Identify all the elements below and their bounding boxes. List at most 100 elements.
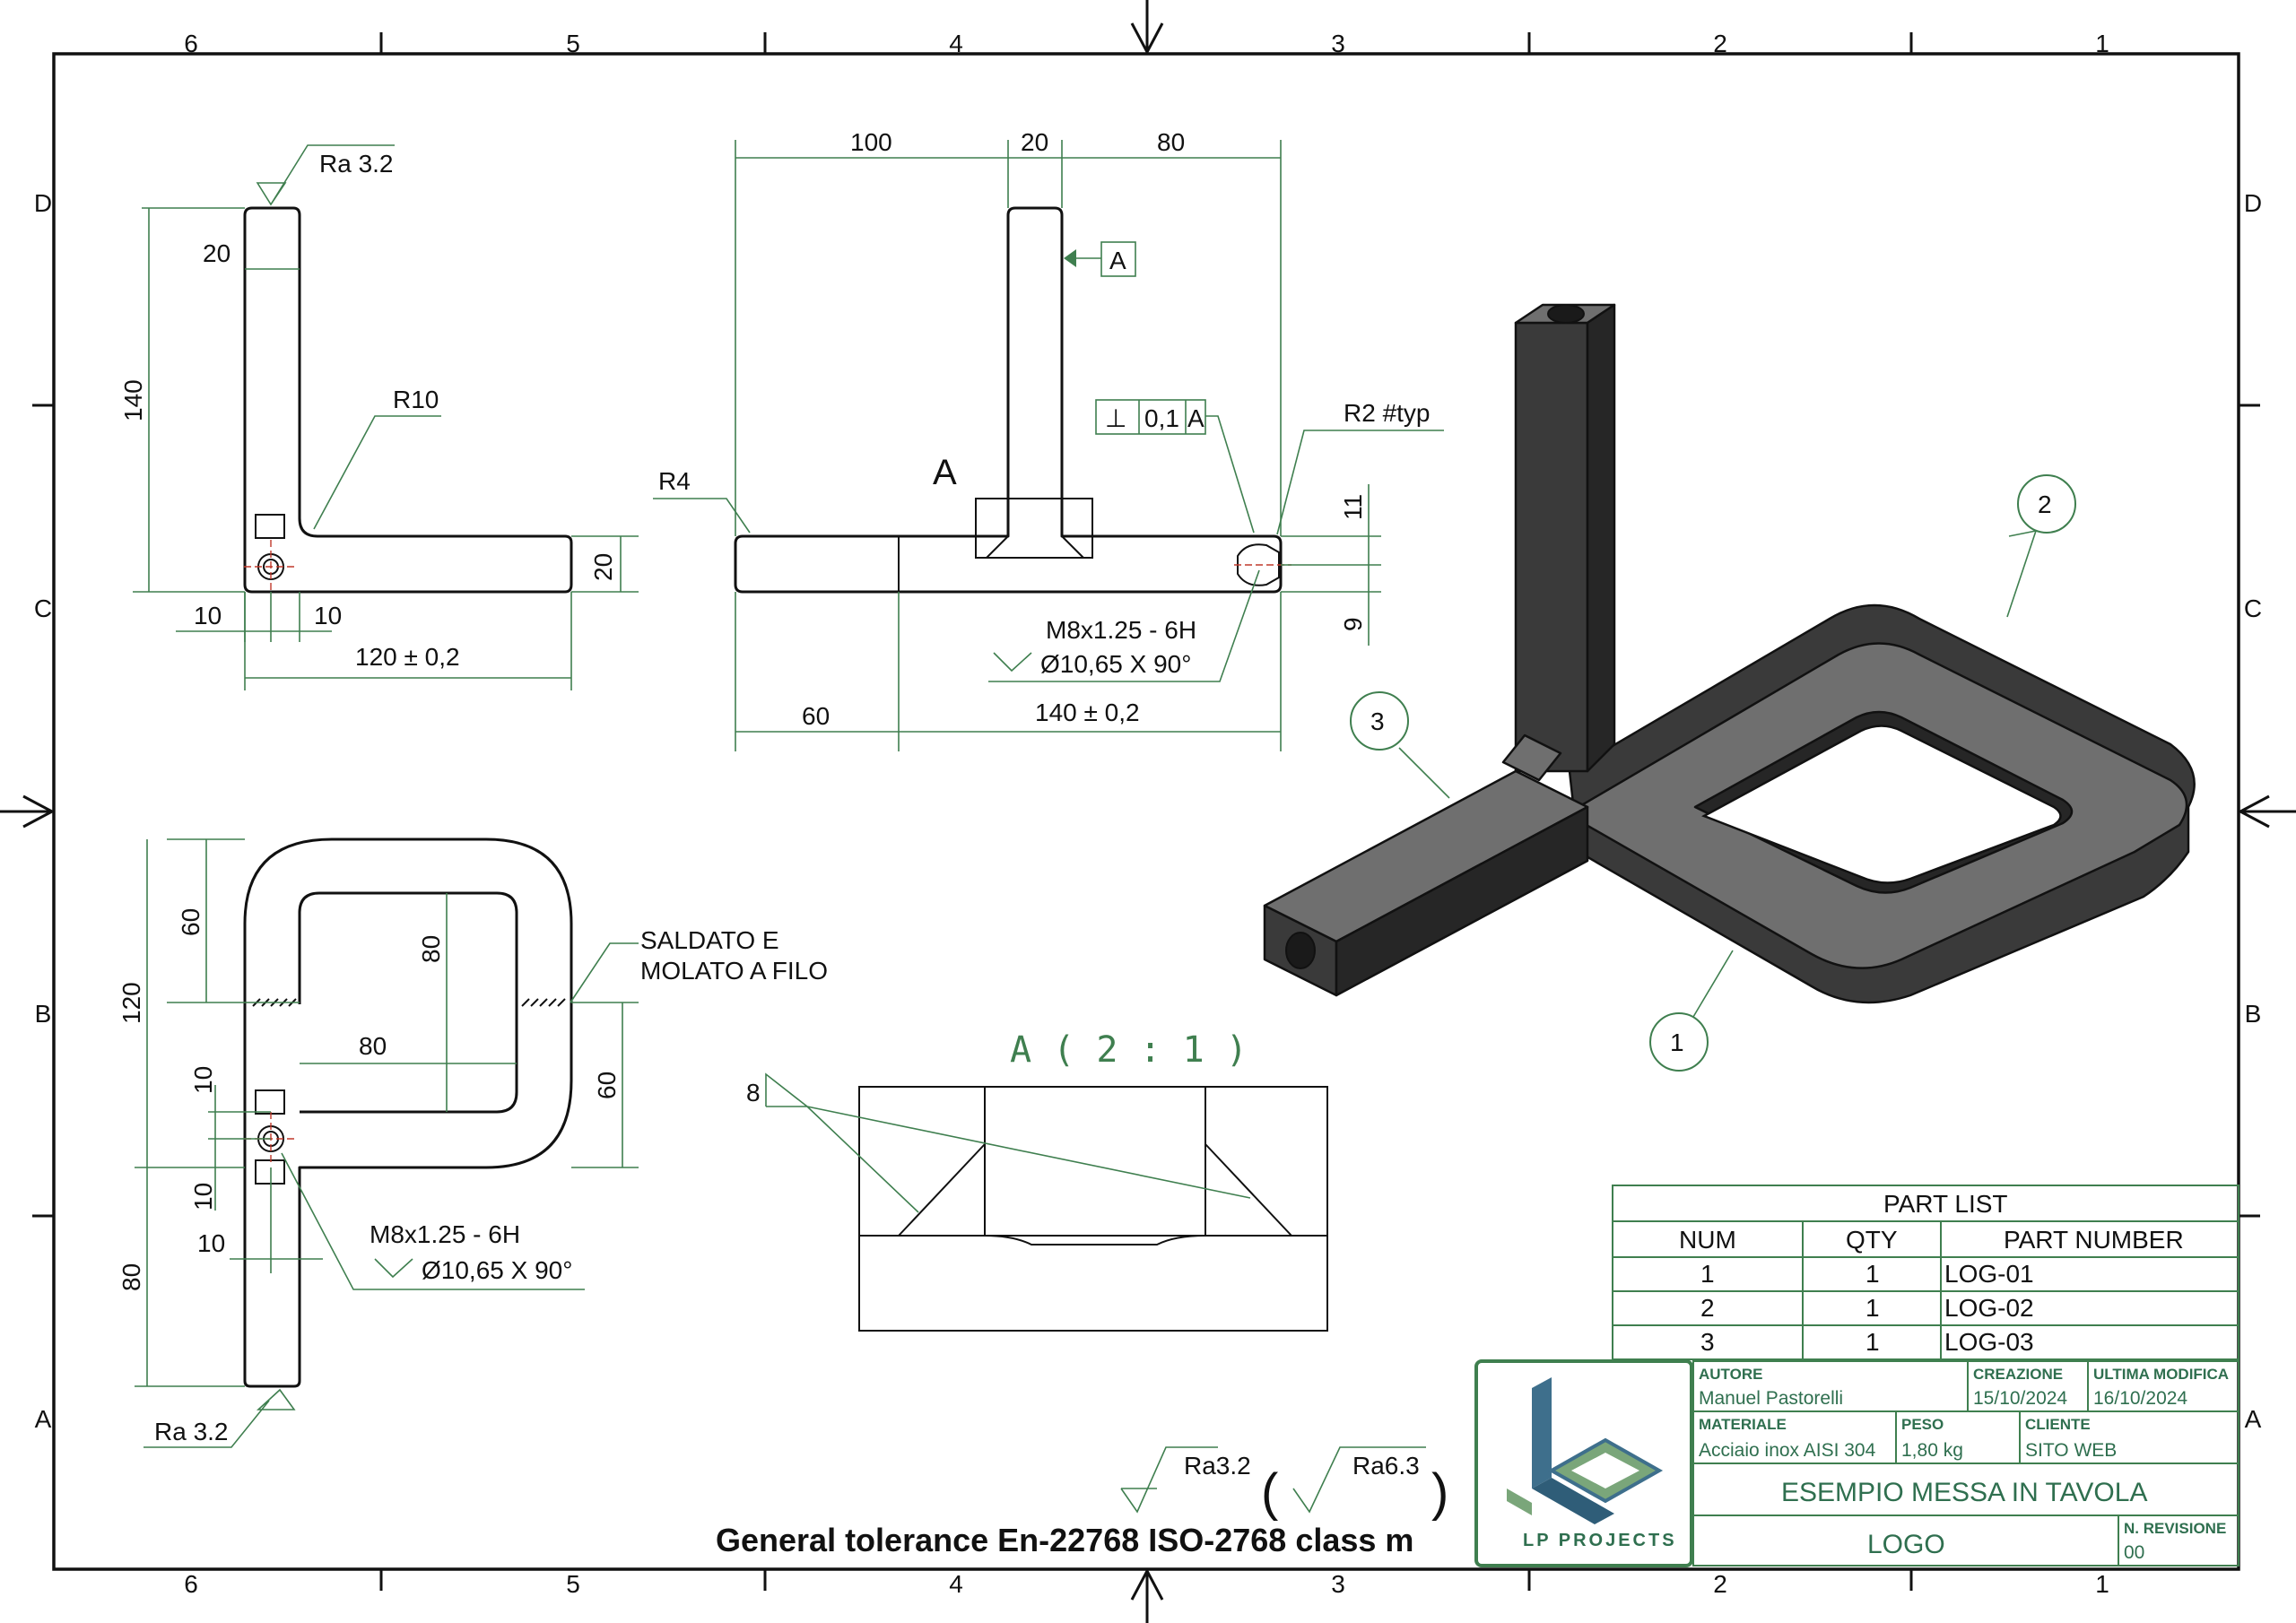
surface-finish-block: Ra3.2 ( Ra6.3 ) General tolerance En-227… — [716, 1446, 1448, 1558]
front-view-outline — [243, 206, 573, 594]
front-view: Ra 3.2 20 140 R10 20 10 10 120 ± 0,2 — [119, 144, 639, 690]
top-dim-80-bottom: 80 — [117, 1263, 145, 1291]
title-block: LP PROJECTS AUTORE Manuel Pastorelli CRE… — [1474, 1359, 2239, 1567]
drawing-title: ESEMPIO MESSA IN TAVOLA — [1781, 1478, 2147, 1507]
balloon-2-label: 2 — [2038, 490, 2052, 518]
zone-col-6-top: 6 — [184, 30, 198, 57]
part-list-row-1-qty: 1 — [1866, 1260, 1880, 1288]
side-perp-datum: A — [1187, 404, 1205, 432]
top-dim-120: 120 — [117, 982, 145, 1024]
side-perp-tolerance: 0,1 — [1144, 404, 1179, 432]
surface-close-paren: ) — [1431, 1463, 1448, 1522]
surface-other-label: Ra6.3 — [1352, 1452, 1420, 1480]
weight-label: PESO — [1901, 1416, 1944, 1433]
front-dim-left: 10 — [194, 602, 222, 629]
part-list-row-1-num: 1 — [1700, 1260, 1715, 1288]
front-dim-width: 20 — [203, 239, 230, 267]
front-roughness-symbol — [256, 144, 395, 206]
side-dim-bottom-left: 60 — [802, 702, 830, 730]
client-value: SITO WEB — [2025, 1440, 2117, 1461]
detail-view: A ( 2 : 1 ) 8 — [746, 1029, 1328, 1332]
part-list-title: PART LIST — [1883, 1190, 2008, 1218]
balloon-3 — [1350, 691, 1409, 751]
front-dim-thickness: 20 — [589, 553, 617, 581]
material-value: Acciaio inox AISI 304 — [1699, 1440, 1876, 1461]
part-list-row-2-part: LOG-02 — [1944, 1294, 2034, 1322]
zone-row-d-right: D — [2244, 189, 2262, 217]
top-view-inner — [298, 891, 518, 1114]
zone-row-d-left: D — [34, 189, 52, 217]
side-dim-v2: 9 — [1339, 617, 1367, 631]
side-dim-v1: 11 — [1339, 494, 1367, 520]
created-value: 15/10/2024 — [1973, 1388, 2067, 1409]
part-list-row-3-part: LOG-03 — [1944, 1328, 2034, 1356]
company-logo-icon — [1507, 1377, 1664, 1524]
drawing-name: LOGO — [1867, 1530, 1945, 1559]
side-datum: A — [1109, 247, 1126, 274]
front-dim-radius: R10 — [393, 386, 439, 413]
front-view-nut-block — [255, 514, 285, 539]
zone-col-2-bottom: 2 — [1713, 1570, 1727, 1598]
detail-title: A ( 2 : 1 ) — [1010, 1029, 1248, 1071]
zone-col-2-top: 2 — [1713, 30, 1727, 57]
zone-col-5-top: 5 — [566, 30, 580, 57]
isometric-view: 3 2 1 — [1263, 303, 2196, 1072]
side-thread-note: M8x1.25 - 6H — [1046, 616, 1196, 644]
part-list-row-3-qty: 1 — [1866, 1328, 1880, 1356]
company-logo-text: LP PROJECTS — [1523, 1531, 1677, 1550]
general-tolerance: General tolerance En-22768 ISO-2768 clas… — [716, 1522, 1413, 1558]
modified-label: ULTIMA MODIFICA — [2093, 1366, 2229, 1383]
top-dim-10b: 10 — [189, 1183, 217, 1211]
side-csk-note: Ø10,65 X 90° — [1040, 650, 1191, 678]
top-dim-80-inner: 80 — [417, 935, 445, 963]
top-view: 60 120 80 80 60 10 10 10 80 SALDATO E MO… — [117, 838, 828, 1448]
part-list-header-part-number: PART NUMBER — [2004, 1226, 2184, 1254]
front-dim-right: 10 — [314, 602, 342, 629]
side-view-outline — [734, 206, 1283, 594]
top-dim-60b: 60 — [593, 1072, 621, 1099]
zone-col-3-bottom: 3 — [1331, 1570, 1345, 1598]
detail-a-boundary — [975, 498, 1093, 559]
front-radius-leader — [313, 415, 441, 530]
front-dim-height: 140 — [119, 379, 147, 421]
side-dim-c: 80 — [1157, 128, 1185, 156]
front-dim-length: 120 ± 0,2 — [355, 643, 460, 671]
zone-col-1-bottom: 1 — [2095, 1570, 2109, 1598]
top-view-outline — [243, 838, 573, 1388]
zone-row-b-left: B — [35, 1000, 52, 1028]
surface-main-label: Ra3.2 — [1184, 1452, 1251, 1480]
part-list-row-2-num: 2 — [1700, 1294, 1715, 1322]
zone-col-4-bottom: 4 — [949, 1570, 963, 1598]
front-roughness-label: Ra 3.2 — [319, 150, 394, 178]
iso-post-front — [1514, 321, 1589, 773]
top-weld-note-2: MOLATO A FILO — [640, 957, 828, 985]
side-view: 100 20 80 A ⊥ 0,1 A R2 #typ R4 A 11 9 M8… — [653, 128, 1444, 751]
top-dim-10c: 10 — [197, 1229, 225, 1257]
weld-mark-right — [521, 998, 566, 1007]
modified-value: 16/10/2024 — [2093, 1388, 2187, 1409]
balloon-2 — [2017, 474, 2076, 534]
created-label: CREAZIONE — [1973, 1366, 2063, 1383]
side-radius-left: R4 — [658, 467, 691, 495]
author-label: AUTORE — [1699, 1366, 1762, 1383]
side-perp-symbol: ⊥ — [1105, 404, 1126, 432]
zone-col-3-top: 3 — [1331, 30, 1345, 57]
zone-row-a-right: A — [2245, 1405, 2262, 1433]
top-view-nut-block-top — [255, 1089, 285, 1115]
top-dim-80-horizontal: 80 — [359, 1032, 387, 1060]
detail-weld-size: 8 — [746, 1079, 761, 1107]
side-view-tapped-hole — [1237, 543, 1280, 586]
zone-col-5-bottom: 5 — [566, 1570, 580, 1598]
author-value: Manuel Pastorelli — [1699, 1388, 1843, 1409]
zone-row-c-right: C — [2244, 595, 2262, 622]
weight-value: 1,80 kg — [1901, 1440, 1963, 1461]
part-list-row-2-qty: 1 — [1866, 1294, 1880, 1322]
client-label: CLIENTE — [2025, 1416, 2091, 1433]
balloon-1-label: 1 — [1670, 1028, 1684, 1056]
top-dim-10a: 10 — [189, 1066, 217, 1094]
top-thread-note: M8x1.25 - 6H — [370, 1220, 520, 1248]
revision-label: N. REVISIONE — [2124, 1520, 2226, 1537]
balloon-1 — [1649, 1012, 1709, 1072]
